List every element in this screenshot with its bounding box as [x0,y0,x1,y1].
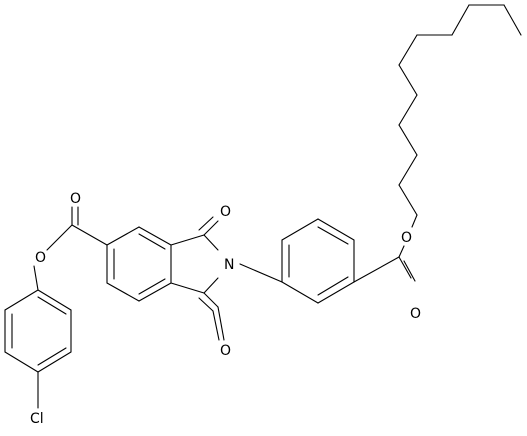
bond [353,256,400,283]
bond [71,224,108,246]
bond [217,306,225,341]
bond [317,226,349,245]
atom-label-oxygen: O [35,250,46,266]
bond [451,4,470,36]
bond [317,276,349,296]
bonds [4,4,522,409]
bond [281,281,319,304]
bond [46,224,73,251]
bond [503,4,522,36]
bond [403,260,416,282]
bond [4,289,39,311]
bond [212,310,220,341]
bond [170,234,205,246]
bond [33,265,39,291]
bond [138,278,166,295]
bond [106,282,140,302]
bond [106,226,140,246]
bond [4,351,39,373]
bond [37,351,72,373]
bond [398,154,418,186]
atom-label-oxygen: O [220,343,231,359]
bond [37,296,67,315]
bond [198,297,214,312]
atom-label-nitrogen: N [224,257,234,273]
atom-label-oxygen: O [401,230,412,246]
bond [203,292,219,308]
bond [398,94,418,126]
bond [138,233,166,250]
bond [37,289,72,311]
atom-label-chlorine: Cl [30,411,44,427]
bond [138,226,172,246]
bond [317,218,355,241]
atom-label-oxygen: O [410,306,421,322]
bond [138,282,172,302]
atom-labels: O O O N O O O Cl [30,191,421,427]
bond [398,64,418,96]
bond [317,281,355,304]
bond [203,220,219,236]
atom-label-oxygen: O [70,191,81,207]
bond [198,216,214,231]
bond [170,282,205,294]
bond [398,245,405,258]
bond [411,214,418,228]
bond [203,277,219,294]
atom-label-oxygen: O [220,204,231,220]
bond [398,256,412,279]
bond [398,124,418,156]
bond [203,234,219,251]
bond [398,34,418,66]
bond [239,263,283,283]
bond [398,184,418,216]
bond [281,218,319,241]
bond [37,347,67,366]
